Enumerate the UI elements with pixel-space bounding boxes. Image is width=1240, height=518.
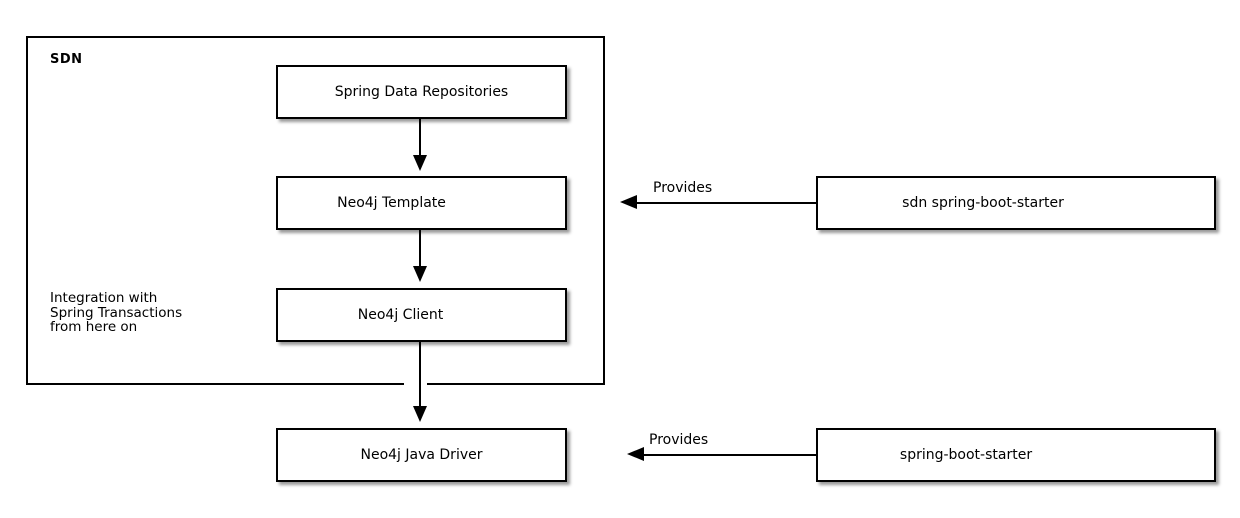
arrow-template-to-client-arrowhead-icon [413, 266, 427, 282]
provides-bottom-label: Provides [649, 432, 709, 448]
sdn-frame: SDN [26, 36, 605, 385]
transactions-note-line-1: Integration with [50, 290, 158, 306]
transactions-note-line-2: Spring Transactions [50, 304, 183, 321]
arrow-provides-top-line [636, 202, 816, 204]
arrow-template-to-client-line [419, 230, 421, 267]
arrow-client-to-driver-arrowhead-icon [413, 406, 427, 422]
node-sdn-spring-boot-starter: sdn spring-boot-starter [816, 176, 1216, 230]
node-neo4j-client: Neo4j Client [276, 288, 567, 342]
arrow-provides-bottom-line [643, 454, 816, 456]
node-spring-data-repositories: Spring Data Repositories [276, 65, 567, 119]
node-spring-boot-starter: spring-boot-starter [816, 428, 1216, 482]
provides-top-label: Provides [653, 180, 713, 196]
sdn-frame-label: SDN [50, 52, 83, 67]
node-neo4j-java-driver: Neo4j Java Driver [276, 428, 567, 482]
transactions-note-line-3: from here on [50, 319, 138, 335]
node-neo4j-template: Neo4j Template [276, 176, 567, 230]
arrow-repositories-to-template-arrowhead-icon [413, 155, 427, 171]
arrow-client-to-driver-line [419, 342, 421, 407]
arrow-provides-bottom-arrowhead-icon [627, 447, 644, 461]
transactions-note: Integration with Spring Transactions fro… [50, 291, 182, 335]
frame-border-gap [404, 381, 427, 387]
arrow-repositories-to-template-line [419, 119, 421, 155]
arrow-provides-top-arrowhead-icon [620, 195, 637, 209]
